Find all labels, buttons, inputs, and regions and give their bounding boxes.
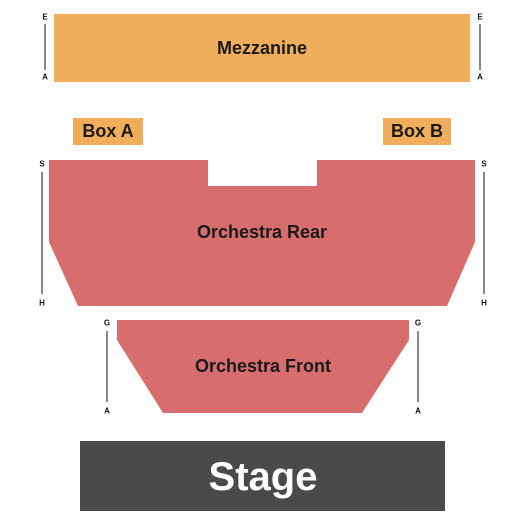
orchestra-rear-left-row-bottom: H xyxy=(39,299,45,308)
orchestra-rear-right-row-top: S xyxy=(481,160,487,169)
mezzanine-row-marker-right: E A xyxy=(477,13,483,82)
mezzanine-label: Mezzanine xyxy=(217,38,307,58)
orchestra-front-row-marker-right: G A xyxy=(415,319,421,416)
mezzanine-left-row-bottom: A xyxy=(42,73,48,82)
orchestra-rear-row-marker-right: S H xyxy=(481,160,487,308)
section-box-a[interactable]: Box A xyxy=(73,118,143,145)
stage-shape xyxy=(80,441,445,511)
orchestra-front-left-row-top: G xyxy=(104,319,110,328)
section-orchestra-front[interactable]: Orchestra Front xyxy=(117,320,409,413)
orchestra-rear-left-row-top: S xyxy=(39,160,45,169)
stage-label: Stage xyxy=(209,455,318,499)
orchestra-front-right-row-top: G xyxy=(415,319,421,328)
orchestra-front-left-row-bottom: A xyxy=(104,407,110,416)
orchestra-front-right-row-bottom: A xyxy=(415,407,421,416)
orchestra-rear-row-marker-left: S H xyxy=(39,160,45,308)
mezzanine-left-row-top: E xyxy=(42,13,48,22)
box-b-shape[interactable] xyxy=(383,118,451,145)
box-a-shape[interactable] xyxy=(73,118,143,145)
orchestra-front-label: Orchestra Front xyxy=(195,356,331,376)
mezzanine-shape[interactable] xyxy=(54,14,470,82)
orchestra-rear-label: Orchestra Rear xyxy=(197,222,327,242)
orchestra-front-row-marker-left: G A xyxy=(104,319,110,416)
mezzanine-row-marker-left: E A xyxy=(42,13,48,82)
mezzanine-right-row-top: E xyxy=(477,13,483,22)
stage: Stage xyxy=(80,441,445,511)
mezzanine-right-row-bottom: A xyxy=(477,73,483,82)
section-mezzanine[interactable]: Mezzanine xyxy=(54,14,470,82)
section-orchestra-rear[interactable]: Orchestra Rear xyxy=(49,160,475,306)
box-b-label: Box B xyxy=(391,121,443,141)
orchestra-rear-shape[interactable] xyxy=(49,160,475,306)
orchestra-front-shape[interactable] xyxy=(117,320,409,413)
orchestra-rear-right-row-bottom: H xyxy=(481,299,487,308)
section-box-b[interactable]: Box B xyxy=(383,118,451,145)
box-a-label: Box A xyxy=(82,121,133,141)
